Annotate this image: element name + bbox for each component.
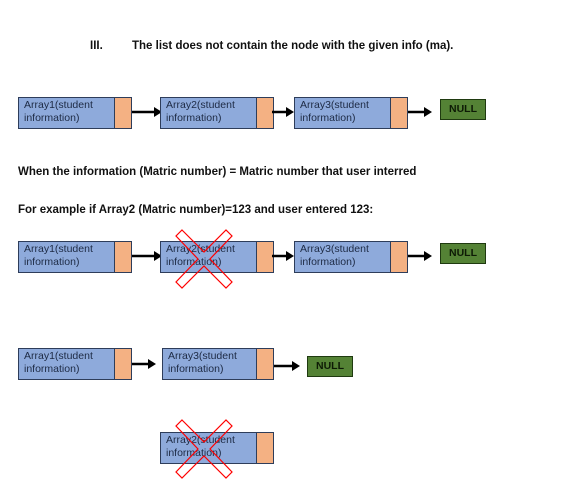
node-pointer <box>114 97 132 129</box>
null-box: NULL <box>440 99 486 120</box>
node-info: Array2(student information) <box>160 97 256 129</box>
row2-node-array1: Array1(student information) <box>18 241 132 273</box>
node-pointer <box>114 348 132 380</box>
arrow-icon <box>408 107 432 117</box>
arrow-icon <box>272 107 294 117</box>
node-pointer <box>114 241 132 273</box>
node-info: Array1(student information) <box>18 348 114 380</box>
row1-node-array1: Array1(student information) <box>18 97 132 129</box>
arrow-icon <box>132 359 156 369</box>
row2-node-array3: Array3(student information) <box>294 241 408 273</box>
node-info: Array3(student information) <box>162 348 256 380</box>
null-box: NULL <box>440 243 486 264</box>
condition-text: When the information (Matric number) = M… <box>18 166 417 178</box>
arrow-icon <box>272 251 294 261</box>
node-info: Array3(student information) <box>294 97 390 129</box>
row1-node-array3: Array3(student information) <box>294 97 408 129</box>
row3-node-array3: Array3(student information) <box>162 348 274 380</box>
null-box: NULL <box>307 356 353 377</box>
row3-node-array1: Array1(student information) <box>18 348 132 380</box>
heading-text: The list does not contain the node with … <box>132 40 454 52</box>
arrow-icon <box>408 251 432 261</box>
node-info: Array2(student information) <box>160 432 256 464</box>
node-info: Array2(student information) <box>160 241 256 273</box>
arrow-icon <box>274 361 300 371</box>
row2-node-array2-deleted: Array2(student information) <box>160 241 274 273</box>
heading-numeral: III. <box>90 40 103 52</box>
arrow-icon <box>132 251 162 261</box>
row1-node-array2: Array2(student information) <box>160 97 274 129</box>
node-pointer <box>256 432 274 464</box>
removed-node-array2: Array2(student information) <box>160 432 274 464</box>
node-info: Array1(student information) <box>18 241 114 273</box>
node-pointer <box>390 97 408 129</box>
node-info: Array3(student information) <box>294 241 390 273</box>
arrow-icon <box>132 107 162 117</box>
node-pointer <box>256 348 274 380</box>
node-info: Array1(student information) <box>18 97 114 129</box>
node-pointer <box>390 241 408 273</box>
example-text: For example if Array2 (Matric number)=12… <box>18 204 374 216</box>
